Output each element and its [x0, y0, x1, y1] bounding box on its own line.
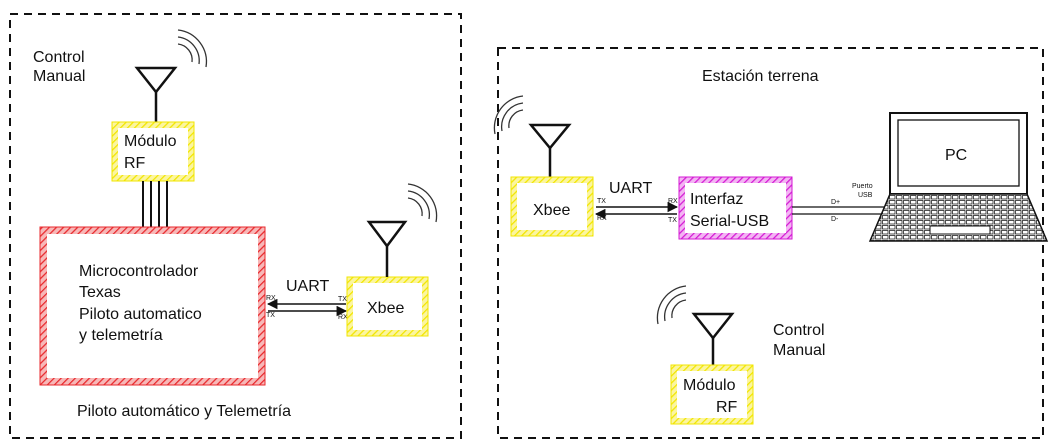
pc-label: PC [945, 147, 967, 164]
mcu-label: Texas [79, 284, 121, 301]
pin-label: RX [668, 198, 678, 205]
uart-label: UART [286, 278, 329, 295]
uart-label: UART [609, 180, 652, 197]
pin-label: RX [597, 215, 607, 222]
rf-module-label: Módulo [683, 377, 736, 394]
signal-waves-icon [656, 285, 687, 325]
antenna-icon [134, 66, 178, 122]
control-manual-label: Control [773, 322, 825, 339]
rf-bus-lines [142, 181, 168, 227]
pin-label: TX [266, 312, 275, 319]
rf-module-label: RF [716, 399, 738, 416]
rf-module-label: Módulo [124, 133, 177, 150]
laptop-icon [868, 112, 1049, 242]
control-manual-label: Manual [33, 68, 85, 85]
interface-label: Interfaz [690, 191, 743, 208]
antenna-icon [366, 220, 408, 277]
signal-waves-icon [407, 183, 438, 223]
control-manual-label: Manual [773, 342, 825, 359]
xbee-label: Xbee [367, 300, 404, 317]
pin-label: TX [668, 217, 677, 224]
right-panel-title: Estación terrena [702, 68, 819, 85]
mcu-label: Microcontrolador [79, 263, 199, 280]
control-manual-label: Control [33, 49, 85, 66]
pin-label: TX [338, 296, 347, 303]
usb-port-label: Puerto [852, 183, 873, 190]
left-panel-border [9, 13, 462, 439]
pin-label: TX [597, 198, 606, 205]
antenna-icon [528, 123, 572, 177]
usb-pin-label: D+ [831, 199, 840, 206]
mcu-label: y telemetría [79, 327, 163, 344]
mcu-label: Piloto automatico [79, 306, 202, 323]
pin-label: RX [338, 314, 348, 321]
signal-waves-icon [177, 29, 208, 68]
usb-port-label: USB [858, 192, 873, 199]
rf-module-label: RF [124, 155, 146, 172]
pin-label: RX [266, 295, 276, 302]
usb-pin-label: D- [831, 216, 839, 223]
xbee-label: Xbee [533, 202, 570, 219]
usb-lines [792, 206, 890, 215]
interface-label: Serial-USB [690, 213, 769, 230]
right-panel-border [497, 47, 1044, 439]
antenna-icon [691, 312, 735, 365]
signal-waves-icon [493, 95, 524, 135]
left-panel-caption: Piloto automático y Telemetría [77, 403, 291, 420]
